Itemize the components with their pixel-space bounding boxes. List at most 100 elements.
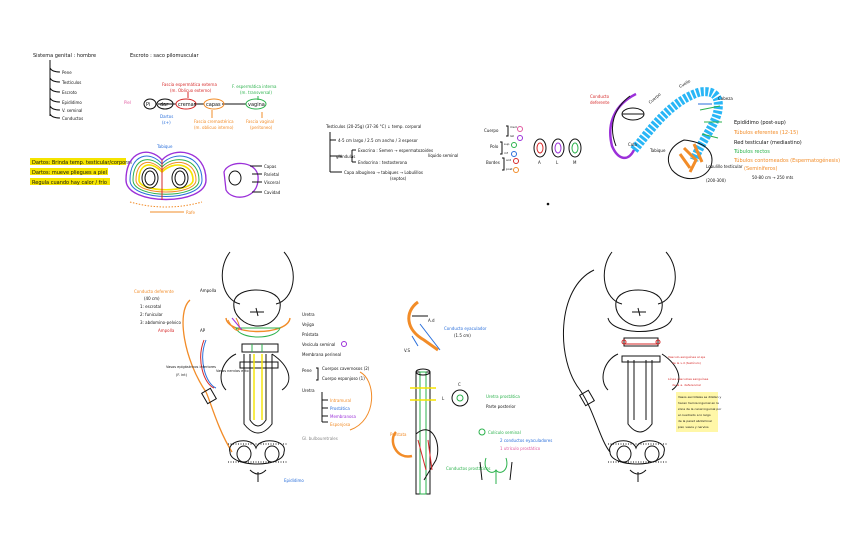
- fascia-vag-label: Fascia vaginal: [246, 119, 274, 124]
- layer-capas-oval: [203, 98, 225, 110]
- bl-funicular: 2: funicular: [140, 312, 163, 317]
- dot-blue: [511, 151, 517, 157]
- view-l: L: [556, 160, 559, 165]
- fascia-vag-sub: (peritoneo): [250, 125, 273, 130]
- bl-cd2: (40 cm): [144, 296, 160, 301]
- male-anatomy-left: [182, 251, 294, 482]
- br-r2: Línea vasculosa sanguínea: [668, 377, 708, 381]
- br-note1: Vasos escrotales se dilatan y: [678, 395, 721, 399]
- tree-item: Epidídimo: [62, 100, 82, 105]
- bc-prost: Próstata: [390, 432, 407, 437]
- layer-cremas: cremas: [178, 102, 197, 108]
- dot-orange: [513, 167, 519, 173]
- highlight-2: [30, 168, 108, 175]
- epi-note-1: Epidídimo (post-sup): [734, 119, 786, 126]
- fascia-int-sub: (m. transversal): [240, 90, 272, 95]
- testis-line5: Capa albugínea → tabiques → Lobulillos: [344, 170, 423, 175]
- fascia-ext-sub: (m. Oblicuo externo): [170, 88, 212, 93]
- testis-bracket: [329, 132, 356, 173]
- bm-membrana: Membrana perineal: [302, 352, 341, 357]
- bc-ur: Uretra prostática: [486, 394, 520, 399]
- epi-note-3: Red testicular (mediastino): [734, 140, 802, 146]
- view-a: A: [538, 160, 541, 165]
- dot-purple: [517, 135, 523, 141]
- bl-vnc: Vasos nervios ecto: [216, 369, 249, 373]
- bm-u1: Intramural: [330, 398, 351, 403]
- bc-l: L: [442, 396, 445, 401]
- br-highlight: [676, 392, 718, 432]
- epi-tabique: Tabique: [649, 148, 666, 153]
- testis-line5b: (septos): [390, 176, 407, 181]
- polo-inf: inf: [504, 151, 509, 155]
- label-rafe: Rafe: [186, 210, 196, 215]
- dot-red: [513, 158, 519, 164]
- bl-ampolla-top: Ampolla: [200, 288, 217, 293]
- br-note4: el cuadrado a lo largo: [678, 413, 711, 417]
- bl-cd: Conducto deferente: [134, 289, 174, 294]
- bm-curve: [349, 371, 372, 431]
- br-note6: piel, vasos y nervios: [678, 425, 709, 429]
- label-polo: Polo: [490, 144, 499, 149]
- epi-conducto: Conducto: [590, 94, 610, 99]
- label-piel: Piel: [124, 100, 131, 105]
- highlight-1: [30, 158, 126, 165]
- borde-post: post: [506, 167, 513, 171]
- bm-ce: Cuerpo esponjoso (1): [322, 376, 365, 381]
- testis-line2: 4-5 cm largo / 2.5 cm ancho / 3 espesor: [338, 138, 418, 143]
- epi-lobulillo-sub: (200-300): [706, 178, 726, 183]
- testis-line3: Exocrina : Semen → espermatozoides: [358, 148, 433, 153]
- bc-pp: Parte posterior: [486, 404, 516, 409]
- br-note3: zona de la canal inguinal por: [678, 407, 722, 411]
- layer-pl: Pi: [146, 102, 150, 108]
- label-tabique: Tabique: [156, 144, 173, 149]
- tree-item: V. seminal: [62, 108, 82, 113]
- layer-capas: capas: [206, 102, 221, 108]
- label-dartos: Dartos: [160, 114, 173, 119]
- bm-u2: Prostática: [330, 406, 350, 411]
- br-r1b: de la v.d (testículo): [672, 361, 701, 365]
- bm-dot: [341, 341, 347, 347]
- layer-dar-oval: [156, 98, 174, 110]
- tree-item: Pene: [62, 70, 72, 75]
- layer-vagina-oval: [245, 98, 267, 110]
- bm-prostata: Próstata: [302, 332, 319, 337]
- scrotum-cross-section: [125, 151, 207, 213]
- cuerpo-lat: lat: [510, 134, 515, 138]
- br-r2b: de la a. deferencial: [672, 383, 701, 387]
- layer-cremas-oval: [175, 98, 197, 110]
- br-dot: [546, 202, 550, 206]
- dartos-note-2: Dartos: mueve pliegues a piel: [32, 170, 107, 176]
- bc-ce2: (1.5 cm): [454, 333, 471, 338]
- epi-lobulillo: Lobulillo testicular: [706, 164, 743, 169]
- epi-note-5: Túbulos contorneados (Espermatogénesis): [733, 157, 840, 164]
- layer-pl-oval: [143, 98, 157, 110]
- br-note5: de la pared abdominal: [678, 419, 712, 423]
- testis-line3b: líquido seminal: [428, 153, 458, 158]
- epi-note-5b: (Seminíferos): [744, 165, 777, 172]
- epi-note-2: Túbulos eferentes (12-15): [733, 129, 798, 136]
- highlight-3: [30, 178, 110, 185]
- bc-vs: V.S: [404, 348, 410, 353]
- testis-line4: Endocrina : testosterona: [358, 160, 408, 165]
- bm-u3: Membranosa: [330, 414, 357, 419]
- layer-vagina: vagina: [248, 102, 265, 108]
- bc-ce: Conducto eyaculador: [444, 326, 487, 331]
- testis-layers-diagram: [223, 162, 262, 198]
- bm-gl: Gl. bulbouretrales: [302, 436, 338, 441]
- bl-abd: 3: abdomino-pelvico: [140, 320, 181, 325]
- fascia-ext-label: Fascia espermática externa: [162, 82, 217, 87]
- label-bordes: Bordes: [486, 160, 500, 165]
- bc-cond: Conductos prostáticos: [446, 466, 490, 471]
- bc-ad: A.d: [428, 318, 435, 323]
- dartos-note-3: Regula cuando hay calor / frío: [32, 179, 107, 186]
- label-capas-right: Capas: [264, 164, 276, 169]
- testis-line1: Testículos (20-25g) (37-36 °C) ↓ temp. c…: [325, 124, 421, 129]
- cuerpo-med: med: [510, 125, 517, 129]
- dot-green: [511, 142, 517, 148]
- tree-item: Escroto: [62, 90, 77, 95]
- epi-cuello: Cuello: [678, 78, 692, 89]
- br-note2: hacen hernia inguinal en la: [678, 401, 719, 405]
- bm-cc: Cuerpos cavernosos (2): [322, 366, 370, 371]
- bl-ap: AP: [200, 328, 206, 333]
